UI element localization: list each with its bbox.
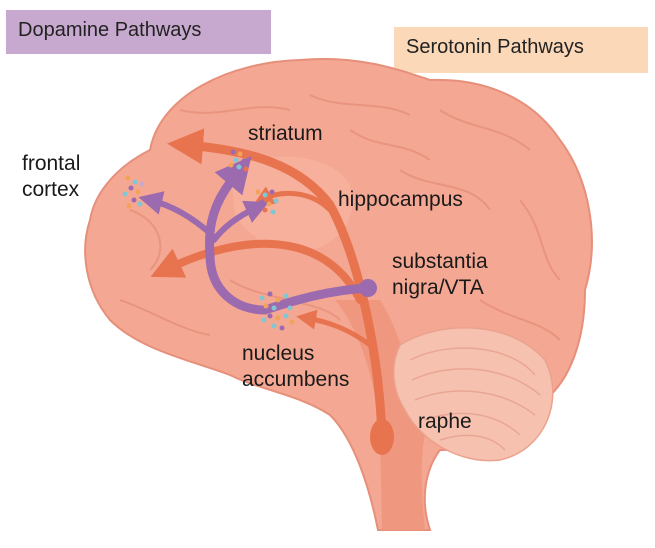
dopamine-pathways bbox=[138, 156, 373, 315]
serotonin-trunk bbox=[167, 128, 387, 445]
dopamine-to-striatum-branch bbox=[211, 200, 269, 243]
label-frontal-cortex-line1: frontal bbox=[22, 152, 80, 175]
label-nucleus-accumbens-line1: nucleus bbox=[242, 342, 314, 365]
label-substantia-nigra-line2: nigra/VTA bbox=[392, 276, 484, 299]
dopamine-to-frontal-cortex bbox=[138, 191, 215, 238]
limbic-structure bbox=[230, 156, 353, 251]
substantia-nigra-nucleus bbox=[359, 279, 377, 297]
label-raphe: raphe bbox=[418, 410, 472, 433]
neurotransmitter-dots bbox=[122, 149, 295, 331]
dopamine-trunk bbox=[205, 156, 373, 315]
serotonin-to-hippocampus-front bbox=[150, 239, 364, 304]
serotonin-legend: Serotonin Pathways bbox=[394, 27, 648, 73]
cerebellum bbox=[392, 327, 554, 462]
dopamine-legend: Dopamine Pathways bbox=[6, 10, 271, 54]
label-striatum: striatum bbox=[248, 122, 323, 145]
label-frontal-cortex-line2: cortex bbox=[22, 178, 80, 201]
label-substantia-nigra-line1: substantia bbox=[392, 250, 488, 273]
label-hippocampus: hippocampus bbox=[338, 188, 463, 211]
raphe-nucleus bbox=[370, 419, 394, 455]
serotonin-pathways bbox=[150, 128, 387, 445]
label-nucleus-accumbens-line2: accumbens bbox=[242, 368, 349, 391]
serotonin-to-striatum bbox=[253, 186, 333, 213]
brain-folds bbox=[119, 94, 561, 341]
serotonin-to-accumbens bbox=[296, 309, 373, 348]
